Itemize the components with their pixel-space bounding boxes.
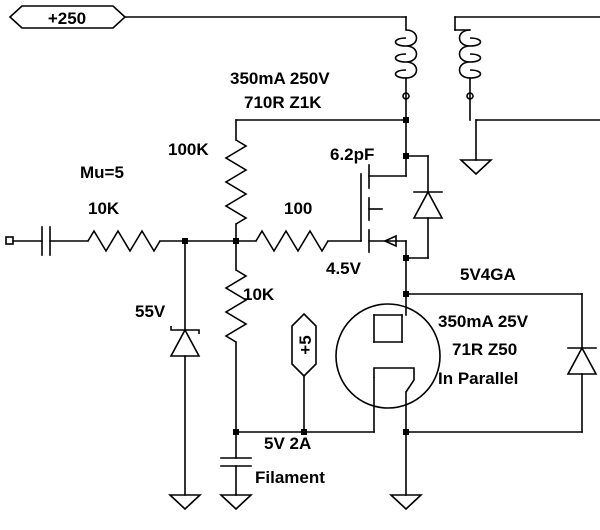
junction-dot bbox=[233, 429, 239, 435]
parallel-label: In Parallel bbox=[438, 369, 518, 388]
fil-label-2: Filament bbox=[255, 468, 325, 487]
c-miller-label: 6.2pF bbox=[330, 145, 374, 164]
zener-label: 55V bbox=[135, 302, 166, 321]
r10k-input-resistor bbox=[87, 229, 161, 253]
zener-diode-icon bbox=[169, 328, 201, 357]
mosfet-transistor bbox=[360, 119, 407, 253]
input-terminal bbox=[5, 236, 14, 245]
r10k-bias-label: 10K bbox=[243, 285, 275, 304]
transformer-secondary-coil bbox=[458, 29, 482, 79]
junction-dot bbox=[301, 429, 307, 435]
ground-icon bbox=[218, 494, 254, 511]
v-gate-label: 4.5V bbox=[326, 259, 362, 278]
ground-icon bbox=[388, 494, 424, 511]
b-plus-flag: +250 bbox=[8, 5, 127, 29]
trafo2-rating-1: 350mA 25V bbox=[438, 312, 529, 331]
tube-label: 5V4GA bbox=[460, 265, 516, 284]
r100k-resistor bbox=[224, 139, 248, 225]
rectifier-tube bbox=[335, 303, 441, 409]
plus5-label: +5 bbox=[296, 335, 315, 354]
r100-label: 100 bbox=[284, 199, 312, 218]
r10k-input-label: 10K bbox=[88, 199, 120, 218]
r100k-label: 100K bbox=[168, 140, 209, 159]
ground-icon bbox=[458, 159, 494, 176]
transformer-primary-coil bbox=[394, 29, 418, 79]
r10k-bias-resistor bbox=[224, 269, 248, 343]
mu-label: Mu=5 bbox=[80, 163, 124, 182]
parallel-diode-icon bbox=[566, 346, 598, 375]
junction-dot bbox=[403, 255, 409, 261]
trafo2-rating-2: 71R Z50 bbox=[452, 340, 517, 359]
trafo-rating-1: 350mA 250V bbox=[230, 69, 330, 88]
ground-icon bbox=[167, 494, 203, 511]
body-diode-icon bbox=[412, 190, 444, 219]
fil-label-1: 5V 2A bbox=[264, 434, 311, 453]
b-plus-label: +250 bbox=[48, 9, 86, 28]
trafo-rating-2: 710R Z1K bbox=[244, 93, 322, 112]
r100-gate-resistor bbox=[255, 229, 329, 253]
